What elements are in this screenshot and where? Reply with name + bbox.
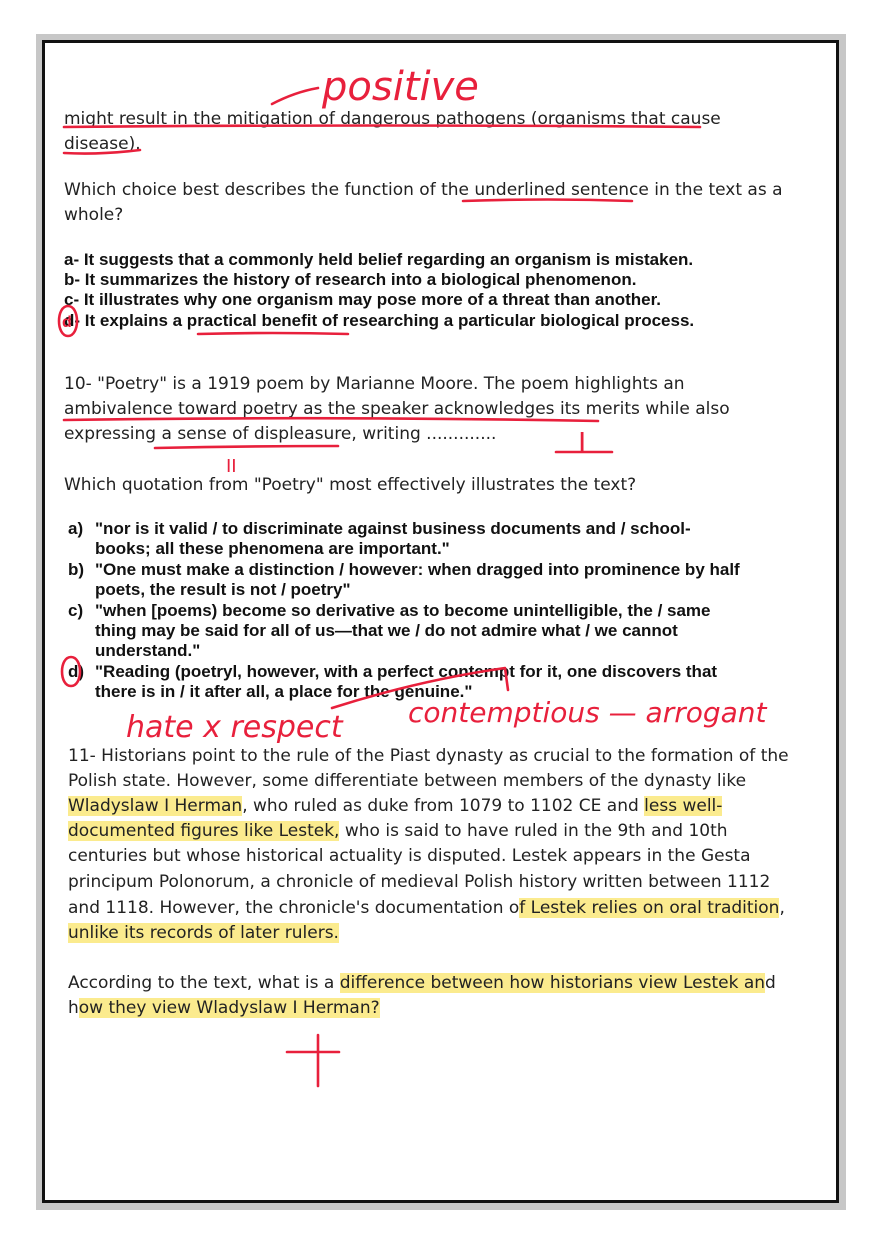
q9-choice-b[interactable]: b- It summarizes the history of research… — [64, 270, 637, 289]
choice-text-line: "when [poems) become so derivative as to… — [95, 601, 711, 620]
q10-passage-line-1: 10- "Poetry" is a 1919 poem by Marianne … — [64, 374, 685, 394]
text-run: who is said to have ruled in the 9th and… — [339, 821, 728, 841]
q9-question-line-1: Which choice best describes the function… — [64, 180, 783, 200]
choice-text-line: books; all these phenomena are important… — [95, 539, 450, 558]
q11-passage-line-3: Wladyslaw I Herman, who ruled as duke fr… — [68, 794, 723, 819]
text-run: According to the text, what is a — [68, 973, 340, 993]
highlight: difference between how historians view L… — [339, 973, 766, 993]
text-run: and 1118. However, the chronicle's docum… — [68, 898, 520, 918]
choice-text-line: "Reading (poetryl, however, with a perfe… — [95, 662, 718, 681]
highlight: Wladyslaw I Herman — [68, 796, 243, 816]
q11-passage-line-4: documented figures like Lestek, who is s… — [68, 819, 728, 844]
q11-passage-line-8: unlike its records of later rulers. — [68, 921, 339, 946]
q11-question-line-1: According to the text, what is a differe… — [68, 971, 776, 996]
highlight: less well- — [644, 796, 723, 816]
choice-text-line: there is in / it after all, a place for … — [95, 682, 473, 701]
q11-question-line-2: how they view Wladyslaw I Herman? — [68, 996, 380, 1021]
text-run: , — [779, 898, 785, 918]
q11-passage-line-5: centuries but whose historical actuality… — [68, 846, 751, 866]
q9-choice-d[interactable]: d- It explains a practical benefit of re… — [64, 311, 695, 330]
q9-passage-line-1: might result in the mitigation of danger… — [64, 109, 721, 129]
q9-question-line-2: whole? — [64, 205, 124, 225]
choice-text-line: "nor is it valid / to discriminate again… — [95, 519, 691, 538]
choice-text-line: thing may be said for all of us—that we … — [95, 621, 678, 640]
highlight: ow they view Wladyslaw I Herman? — [78, 998, 380, 1018]
q10-passage-line-3: expressing a sense of displeasure, writi… — [64, 424, 497, 444]
choice-letter: a) — [68, 519, 84, 538]
text-run: h — [68, 998, 79, 1018]
choice-letter: c) — [68, 601, 84, 620]
text-run: , who ruled as duke from 1079 to 1102 CE… — [242, 796, 645, 816]
choice-letter: b) — [68, 560, 85, 579]
q10-passage-line-2: ambivalence toward poetry as the speaker… — [64, 399, 730, 419]
q9-choice-c[interactable]: c- It illustrates why one organism may p… — [64, 290, 662, 309]
choice-letter: d) — [68, 662, 85, 681]
highlight: documented figures like Lestek, — [68, 821, 340, 841]
highlight: f Lestek relies on oral tradition — [519, 898, 780, 918]
q11-passage-line-2: Polish state. However, some differentiat… — [68, 771, 747, 791]
q11-passage-line-6: principum Polonorum, a chronicle of medi… — [68, 872, 771, 892]
choice-text-line: understand." — [95, 641, 201, 660]
q11-passage-line-1: 11- Historians point to the rule of the … — [68, 746, 789, 766]
text-run: d — [765, 973, 776, 993]
q11-passage-line-7: and 1118. However, the chronicle's docum… — [68, 896, 785, 921]
q9-passage-line-2: disease). — [64, 134, 141, 154]
choice-text-line: poets, the result is not / poetry" — [95, 580, 351, 599]
q9-choice-a[interactable]: a- It suggests that a commonly held beli… — [64, 250, 694, 269]
highlight: unlike its records of later rulers. — [68, 923, 339, 943]
q10-question: Which quotation from "Poetry" most effec… — [64, 475, 637, 495]
choice-text-line: "One must make a distinction / however: … — [95, 560, 740, 579]
